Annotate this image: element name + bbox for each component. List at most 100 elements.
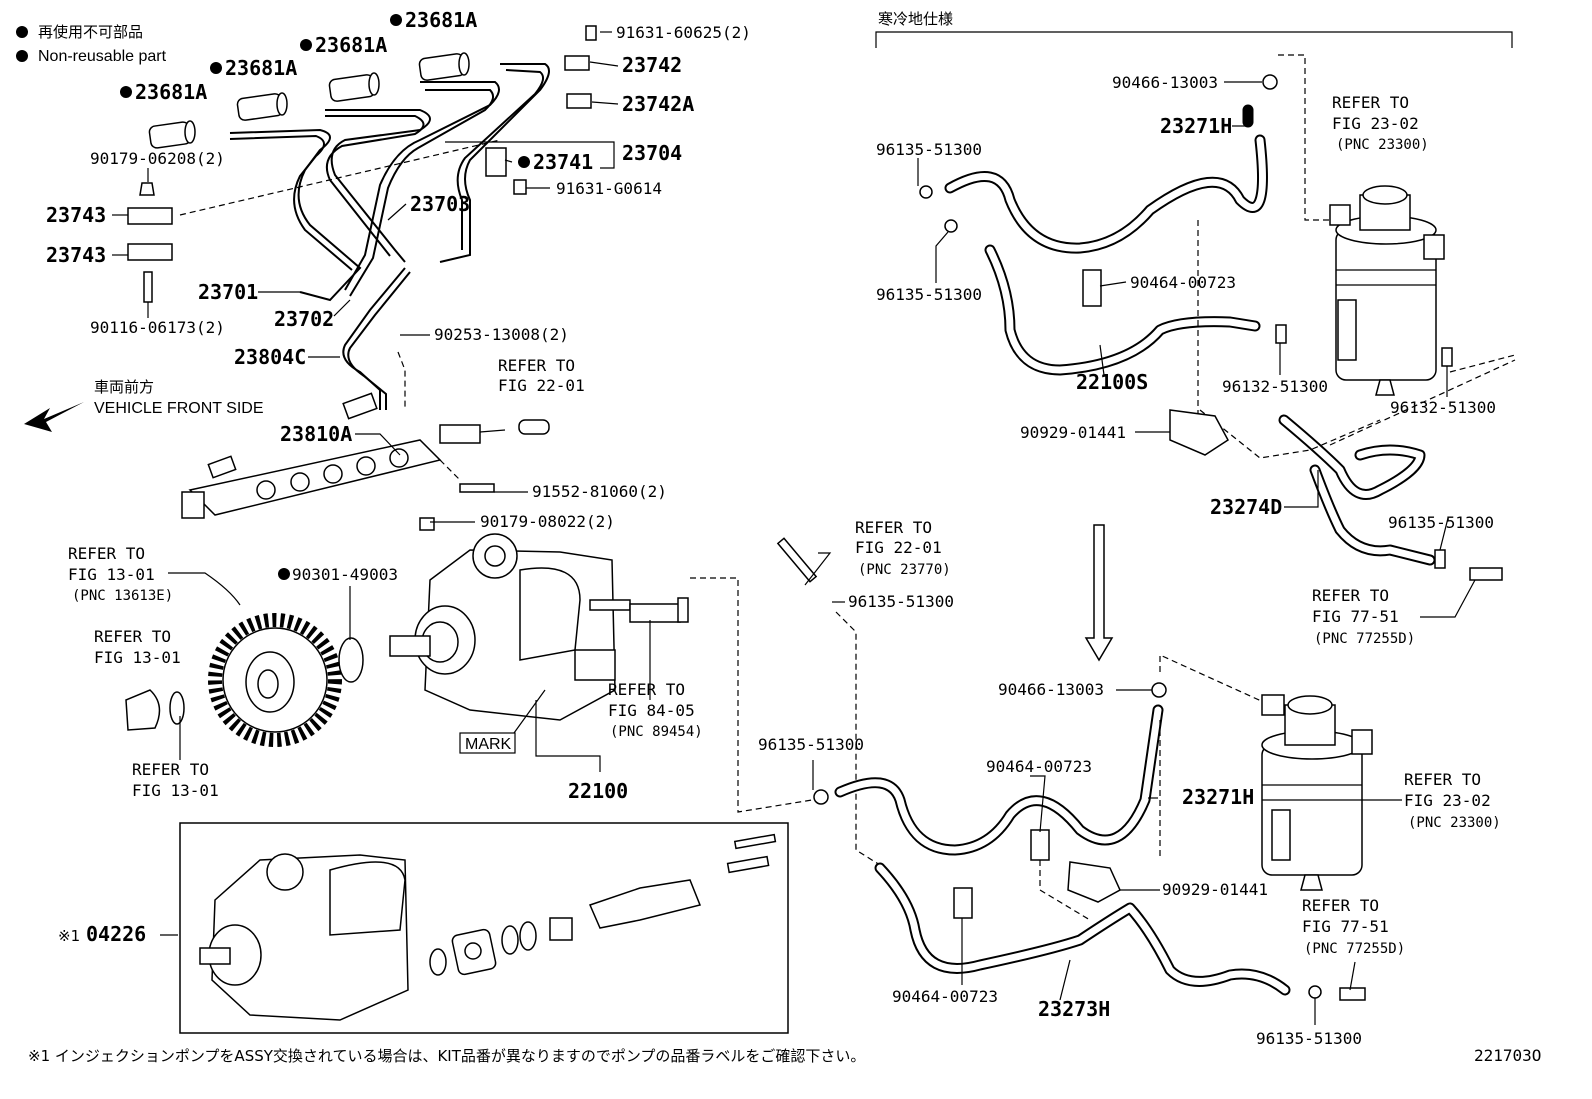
bracket-90929 [1169, 409, 1229, 456]
part-labels-right-upper: 90466-13003 23271H REFER TO FIG 23-02 (P… [876, 73, 1496, 647]
clamp-icon [1275, 324, 1287, 344]
vehicle-front-indicator: 車両前方 VEHICLE FRONT SIDE [24, 378, 264, 432]
legend-en: Non-reusable part [38, 48, 167, 65]
stud-bolt [143, 271, 153, 303]
part-label: 23701 [198, 280, 258, 304]
part-label: 90929-01441 [1020, 423, 1126, 442]
fuel-filter-lower [1261, 694, 1373, 891]
non-reusable-dot-icon [16, 50, 28, 62]
ref-line: REFER TO [1404, 770, 1481, 789]
part-label: 23681A [225, 56, 297, 80]
injector-sleeve [148, 120, 196, 149]
part-label: 96135-51300 [876, 285, 982, 304]
ref-line: REFER TO [94, 627, 171, 646]
part-label: 23742 [622, 53, 682, 77]
ref-line: (PNC 13613E) [72, 588, 173, 604]
part-label: 23742A [622, 92, 694, 116]
fuel-hoses-upper [944, 104, 1436, 566]
front-jp: 車両前方 [94, 378, 154, 396]
ref-line: (PNC 23300) [1408, 815, 1501, 831]
gear-collar [125, 689, 185, 731]
part-label: 23810A [280, 422, 352, 446]
fuel-hose-stub [518, 419, 550, 435]
ref-line: REFER TO [68, 544, 145, 563]
leader-lines [112, 31, 1476, 1025]
drive-gear [208, 613, 342, 747]
part-label: 23743 [46, 243, 106, 267]
front-en: VEHICLE FRONT SIDE [94, 400, 264, 417]
ref-line: FIG 23-02 [1332, 114, 1419, 133]
pipe-clamps [127, 25, 597, 303]
ref-line: FIG 13-01 [94, 648, 181, 667]
fuel-hose-stub [776, 537, 818, 583]
part-label: 23271H [1182, 785, 1254, 809]
bolt-icon [585, 25, 597, 41]
part-label: 90253-13008(2) [434, 325, 569, 344]
cold-spec-label: 寒冷地仕様 [878, 10, 953, 28]
part-label: 96135-51300 [876, 140, 982, 159]
part-label: 96135-51300 [1388, 513, 1494, 532]
ref-line: REFER TO [1332, 93, 1409, 112]
ref-line: REFER TO [1312, 586, 1389, 605]
clamp-23743 [127, 207, 173, 225]
part-label: 22100 [568, 779, 628, 803]
clip-icon [1262, 74, 1278, 90]
non-reusable-dot-icon [278, 568, 290, 580]
part-label: 90929-01441 [1162, 880, 1268, 899]
ref-line: REFER TO [1302, 896, 1379, 915]
transition-arrow-icon [1084, 524, 1114, 662]
non-reusable-dot-icon [390, 14, 402, 26]
ref-line: FIG 22-01 [855, 538, 942, 557]
ref-line: REFER TO [608, 680, 685, 699]
cold-spec-bracket: 寒冷地仕様 [875, 10, 1513, 48]
part-label: 23681A [135, 80, 207, 104]
ref-line: (PNC 23300) [1336, 137, 1429, 153]
ref-line: FIG 23-02 [1404, 791, 1491, 810]
part-label: 23804C [234, 345, 306, 369]
part-label: 23271H [1160, 114, 1232, 138]
kit-parts [429, 833, 777, 976]
ref-line: FIG 77-51 [1302, 917, 1389, 936]
injector-sleeve [418, 52, 470, 81]
ref-line: FIG 77-51 [1312, 607, 1399, 626]
part-label: 90464-00723 [892, 987, 998, 1006]
bolt-icon [513, 179, 527, 195]
legend: 再使用不可部品 Non-reusable part [16, 23, 167, 65]
kit-04226-box [179, 822, 789, 1034]
clamp-icon [1441, 347, 1453, 367]
part-label: 23743 [46, 203, 106, 227]
injector-sleeves [148, 52, 470, 149]
part-label: 90179-06208(2) [90, 149, 225, 168]
pump-sensor [629, 597, 689, 623]
nut-icon [139, 182, 155, 196]
clip-icon [1151, 682, 1167, 698]
ref-line: REFER TO [498, 356, 575, 375]
ref-line: FIG 13-01 [132, 781, 219, 800]
part-label: 23274D [1210, 495, 1282, 519]
part-label: 23741 [533, 150, 593, 174]
ref-line: (PNC 77255D) [1314, 631, 1415, 647]
part-label: 90179-08022(2) [480, 512, 615, 531]
footnote: ※1 インジェクションポンプをASSY交換されている場合は、KIT品番が異なりま… [28, 1047, 865, 1065]
ref-line: REFER TO [855, 518, 932, 537]
non-reusable-dot-icon [518, 156, 530, 168]
part-label: 91552-81060(2) [532, 482, 667, 501]
part-label: 04226 [86, 922, 146, 946]
part-label: 23702 [274, 307, 334, 331]
fuel-hose-stub [1469, 567, 1503, 581]
clamp-icon [1308, 985, 1322, 999]
clamp-23743 [127, 243, 173, 261]
hose-clip [1082, 269, 1102, 307]
part-label: 91631-60625(2) [616, 23, 751, 42]
reference-labels-left: REFER TO FIG 22-01 REFER TO FIG 13-01 (P… [58, 356, 954, 946]
part-label: 96135-51300 [848, 592, 954, 611]
part-label: 23704 [622, 141, 682, 165]
part-labels-upper-left: 23681A 23681A 23681A 23681A 91631-60625(… [46, 8, 751, 531]
non-reusable-dot-icon [120, 86, 132, 98]
bolt-icon [459, 483, 495, 493]
ref-line: (PNC 89454) [610, 724, 703, 740]
part-label: 96135-51300 [758, 735, 864, 754]
mark-box [459, 732, 516, 754]
kit-prefix: ※1 [58, 927, 80, 945]
